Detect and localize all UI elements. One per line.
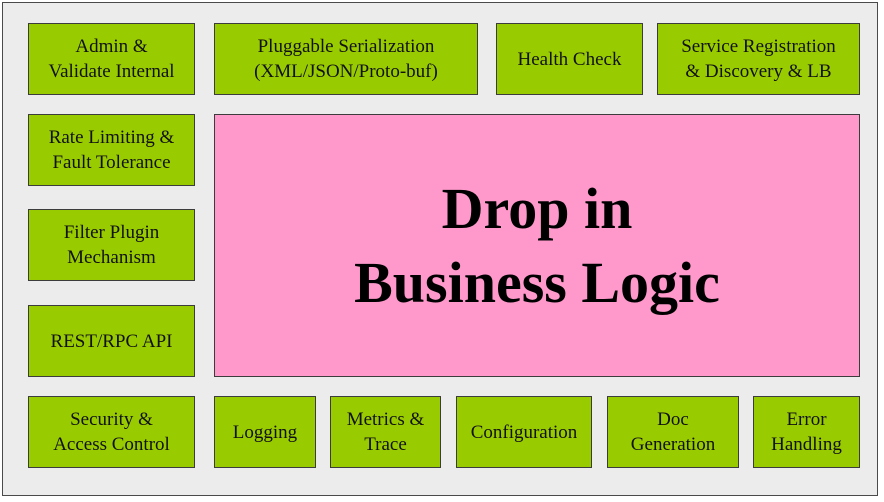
admin-validate-internal-box: Admin & Validate Internal bbox=[28, 23, 195, 95]
health-check-box: Health Check bbox=[496, 23, 643, 95]
business-logic-core: Drop in Business Logic bbox=[214, 114, 860, 377]
configuration-box: Configuration bbox=[456, 396, 592, 468]
service-registration-box: Service Registration & Discovery & LB bbox=[657, 23, 860, 95]
error-handling-box: Error Handling bbox=[753, 396, 860, 468]
rate-limiting-box: Rate Limiting & Fault Tolerance bbox=[28, 114, 195, 186]
logging-box: Logging bbox=[214, 396, 316, 468]
security-access-control-box: Security & Access Control bbox=[28, 396, 195, 468]
pluggable-serialization-box: Pluggable Serialization (XML/JSON/Proto-… bbox=[214, 23, 478, 95]
doc-generation-box: Doc Generation bbox=[607, 396, 739, 468]
rest-rpc-api-box: REST/RPC API bbox=[28, 305, 195, 377]
metrics-trace-box: Metrics & Trace bbox=[330, 396, 441, 468]
filter-plugin-box: Filter Plugin Mechanism bbox=[28, 209, 195, 281]
